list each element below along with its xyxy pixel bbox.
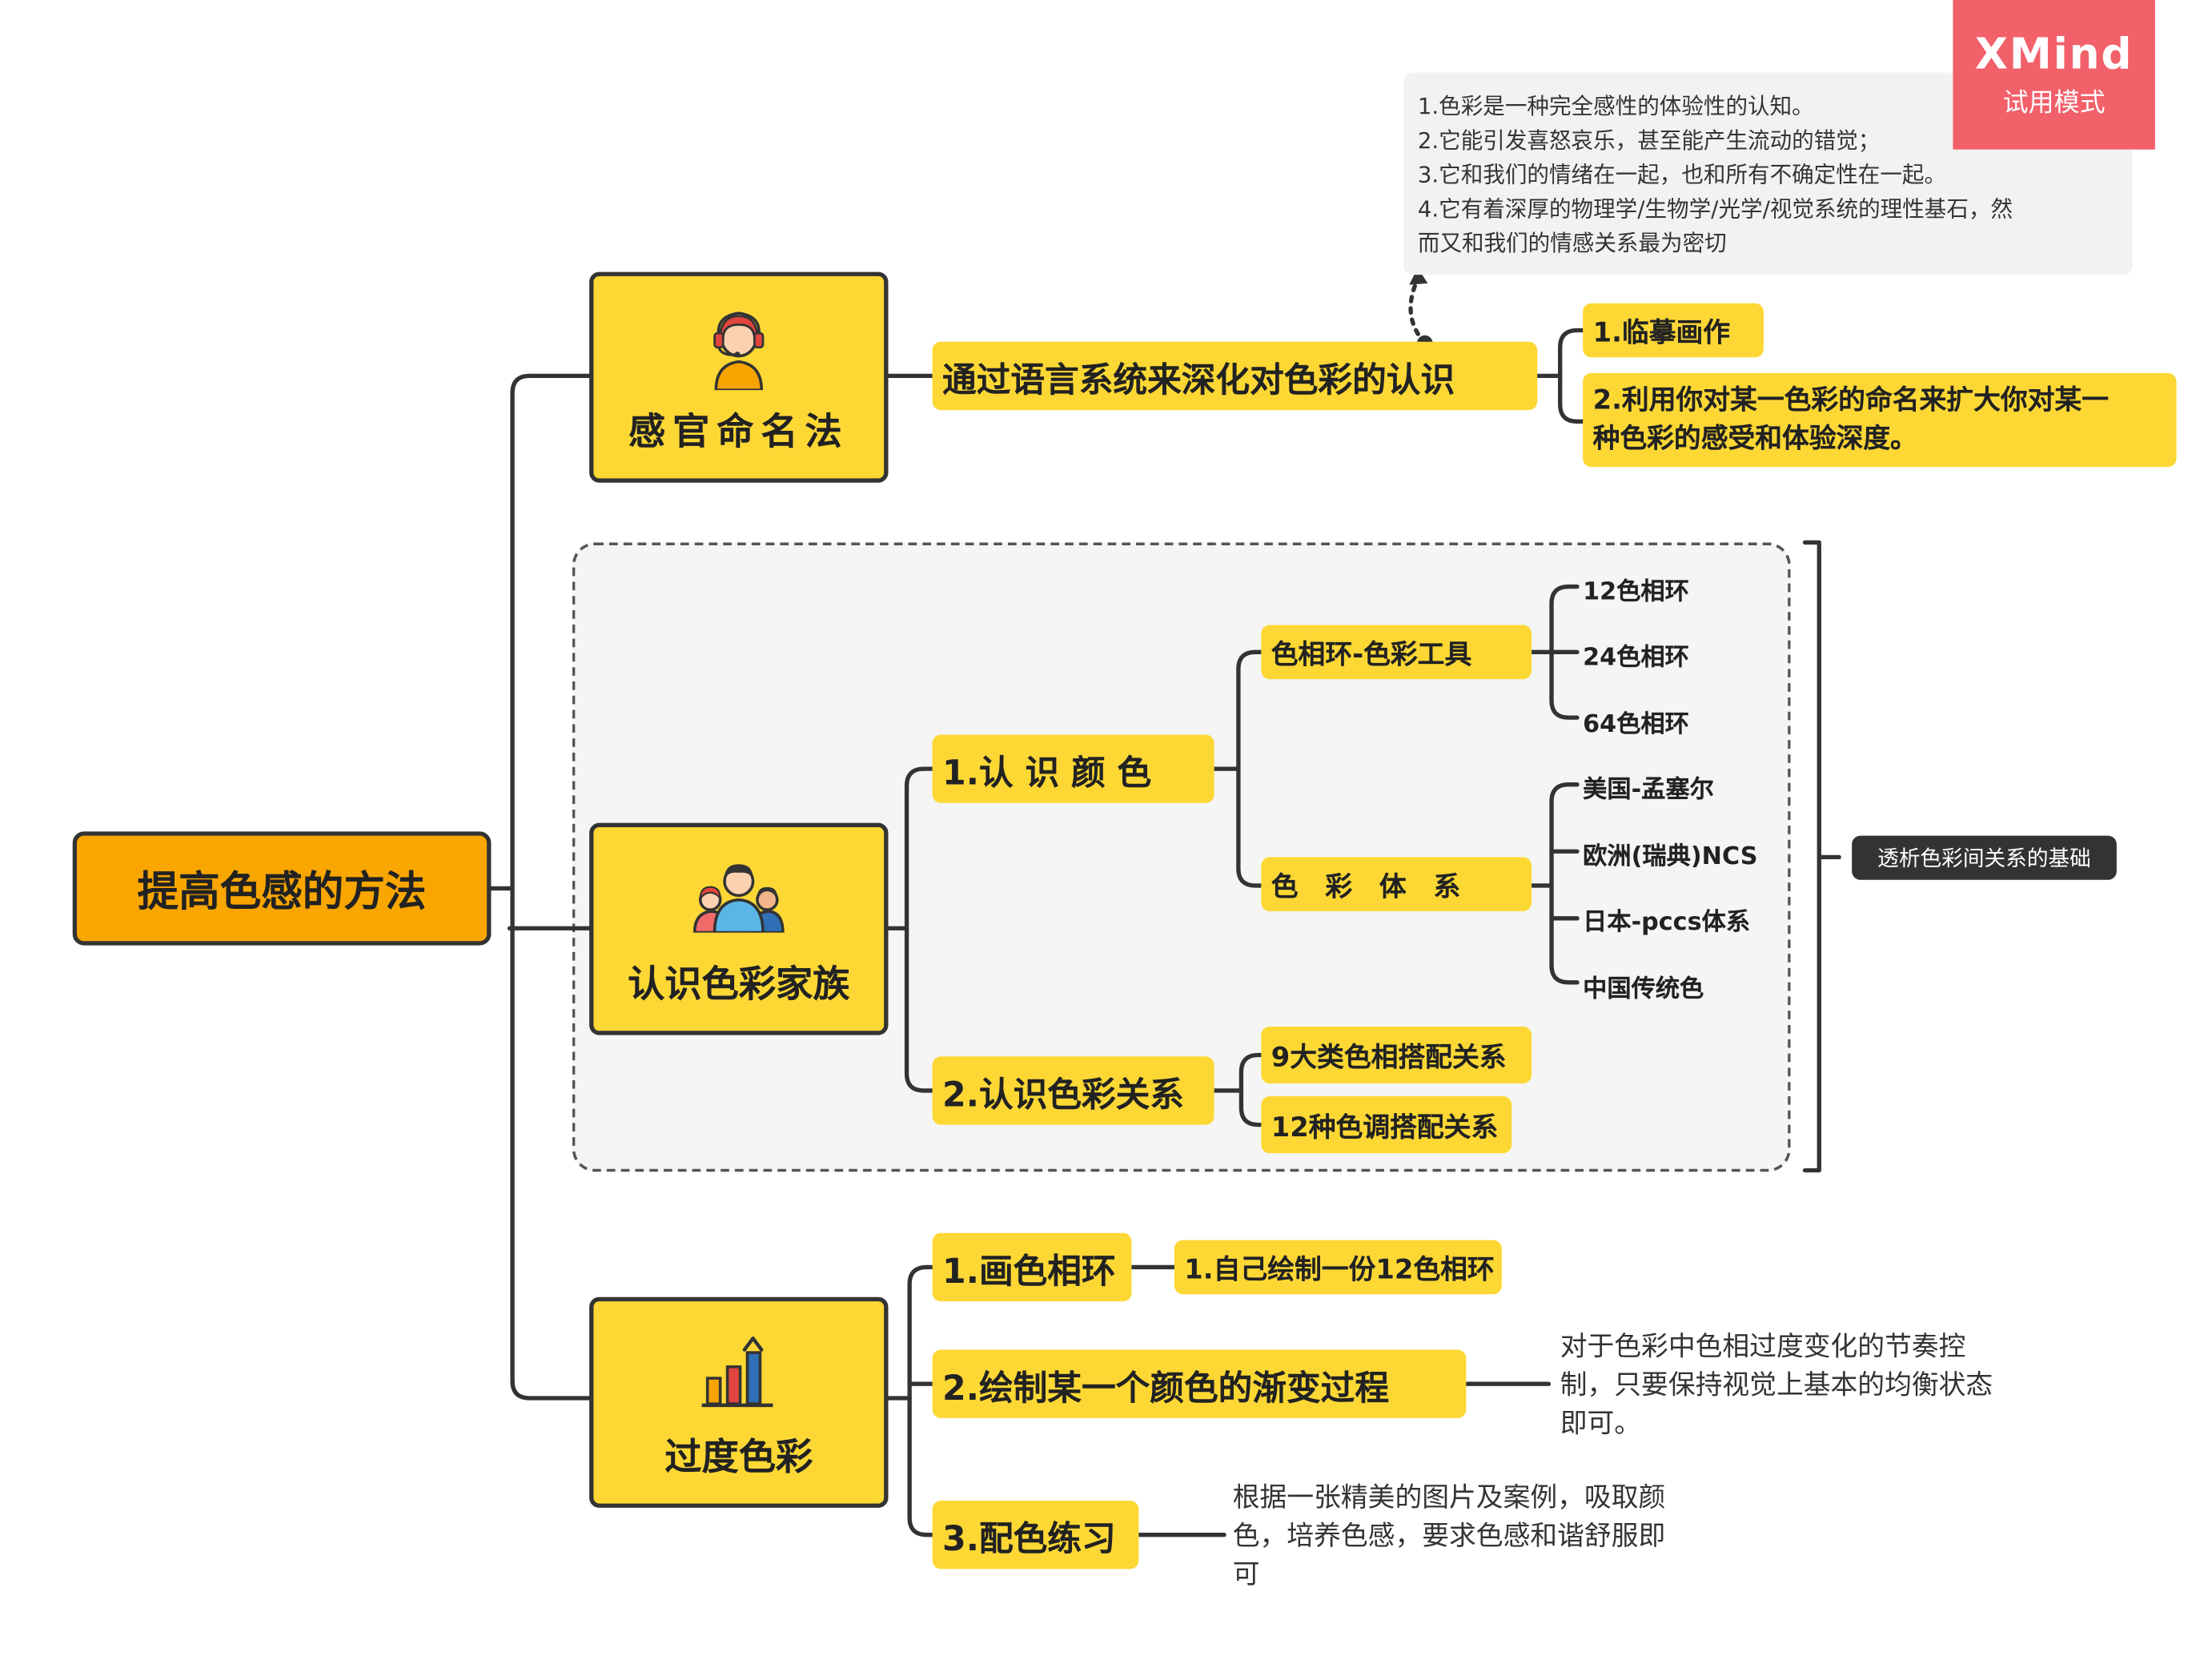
xmind-trial-badge[interactable]: XMind 试用模式 xyxy=(1953,0,2155,150)
desc-line: 即可。 xyxy=(1560,1408,1642,1440)
topic-copy-painting[interactable]: 1.临摹画作 xyxy=(1583,303,1764,358)
topic-know-colors[interactable]: 1.认 识 颜 色 xyxy=(932,734,1214,803)
note-line: 3.它和我们的情绪在一起，也和所有不确定性在一起。 xyxy=(1417,162,1947,188)
trial-mode-text: 试用模式 xyxy=(2002,88,2106,119)
family-group-icon xyxy=(692,858,785,943)
topic-naming-expand[interactable]: 2.利用你对某一色彩的命名来扩大你对某一 种色彩的感受和体验深度。 xyxy=(1583,372,2177,468)
leaf-24-wheel[interactable]: 24色相环 xyxy=(1583,643,1689,673)
topic-12-tone-relations[interactable]: 12种色调搭配关系 xyxy=(1261,1096,1512,1154)
desc-line: 可 xyxy=(1232,1558,1260,1591)
branch-sensory-naming[interactable]: 感官命名法 xyxy=(589,271,889,483)
topic-color-relations[interactable]: 2.认识色彩关系 xyxy=(932,1056,1214,1125)
root-topic[interactable]: 提高色感的方法 xyxy=(72,831,492,946)
desc-line: 色，培养色感，要求色感和谐舒服即 xyxy=(1232,1520,1666,1553)
desc-line: 根据一张精美的图片及案例，吸取颜 xyxy=(1232,1481,1666,1514)
branch2-title: 认识色彩家族 xyxy=(628,963,850,1007)
leaf-pccs[interactable]: 日本-pccs体系 xyxy=(1583,908,1751,937)
note-line: 1.色彩是一种完全感性的体验性的认知。 xyxy=(1417,94,1814,120)
topic-gradient-process[interactable]: 2.绘制某一个颜色的渐变过程 xyxy=(932,1349,1467,1418)
practice-description: 根据一张精美的图片及案例，吸取颜 色，培养色感，要求色感和谐舒服即 可 xyxy=(1233,1479,1717,1594)
bar-chart-icon xyxy=(701,1336,776,1420)
branch3-title: 过度色彩 xyxy=(664,1437,813,1480)
leaf-munsell[interactable]: 美国-孟塞尔 xyxy=(1583,776,1714,805)
note-line: 4.它有着深厚的物理学/生物学/光学/视觉系统的理性基石，然 xyxy=(1417,196,2013,223)
desc-line: 制，只要保持视觉上基本的均衡状态 xyxy=(1560,1369,1993,1401)
headset-person-icon xyxy=(708,307,770,400)
topic-draw-own-wheel[interactable]: 1.自己绘制一份12色相环 xyxy=(1174,1240,1502,1295)
desc-line: 对于色彩中色相过度变化的节奏控 xyxy=(1560,1331,1966,1363)
note-line: 而又和我们的情感关系最为密切 xyxy=(1417,231,1727,257)
branch-color-transition[interactable]: 过度色彩 xyxy=(589,1296,889,1508)
brand-logo-text: XMind xyxy=(1974,30,2134,80)
topic-color-systems[interactable]: 色 彩 体 系 xyxy=(1261,857,1532,911)
topic-language-system[interactable]: 通过语言系统来深化对色彩的认识 xyxy=(932,341,1538,411)
leaf-ncs[interactable]: 欧洲(瑞典)NCS xyxy=(1583,842,1758,872)
branch1-title: 感官命名法 xyxy=(628,411,849,455)
topic-color-wheel-tool[interactable]: 色相环-色彩工具 xyxy=(1261,625,1532,680)
topic-naming-line1: 2.利用你对某一色彩的命名来扩大你对某一 xyxy=(1592,384,2110,416)
branch-color-family[interactable]: 认识色彩家族 xyxy=(589,822,889,1035)
leaf-chinese-colors[interactable]: 中国传统色 xyxy=(1583,975,1704,1004)
leaf-12-wheel[interactable]: 12色相环 xyxy=(1583,577,1689,607)
summary-label[interactable]: 透析色彩间关系的基础 xyxy=(1852,835,2117,880)
topic-naming-line2: 种色彩的感受和体验深度。 xyxy=(1592,423,1917,455)
gradient-description: 对于色彩中色相过度变化的节奏控 制，只要保持视觉上基本的均衡状态 即可。 xyxy=(1560,1328,2045,1444)
leaf-64-wheel[interactable]: 64色相环 xyxy=(1583,710,1689,739)
topic-color-practice[interactable]: 3.配色练习 xyxy=(932,1501,1139,1570)
note-line: 2.它能引发喜怒哀乐，甚至能产生流动的错觉； xyxy=(1417,128,1881,155)
topic-draw-wheel[interactable]: 1.画色相环 xyxy=(932,1232,1132,1302)
topic-9-hue-relations[interactable]: 9大类色相搭配关系 xyxy=(1261,1026,1532,1084)
